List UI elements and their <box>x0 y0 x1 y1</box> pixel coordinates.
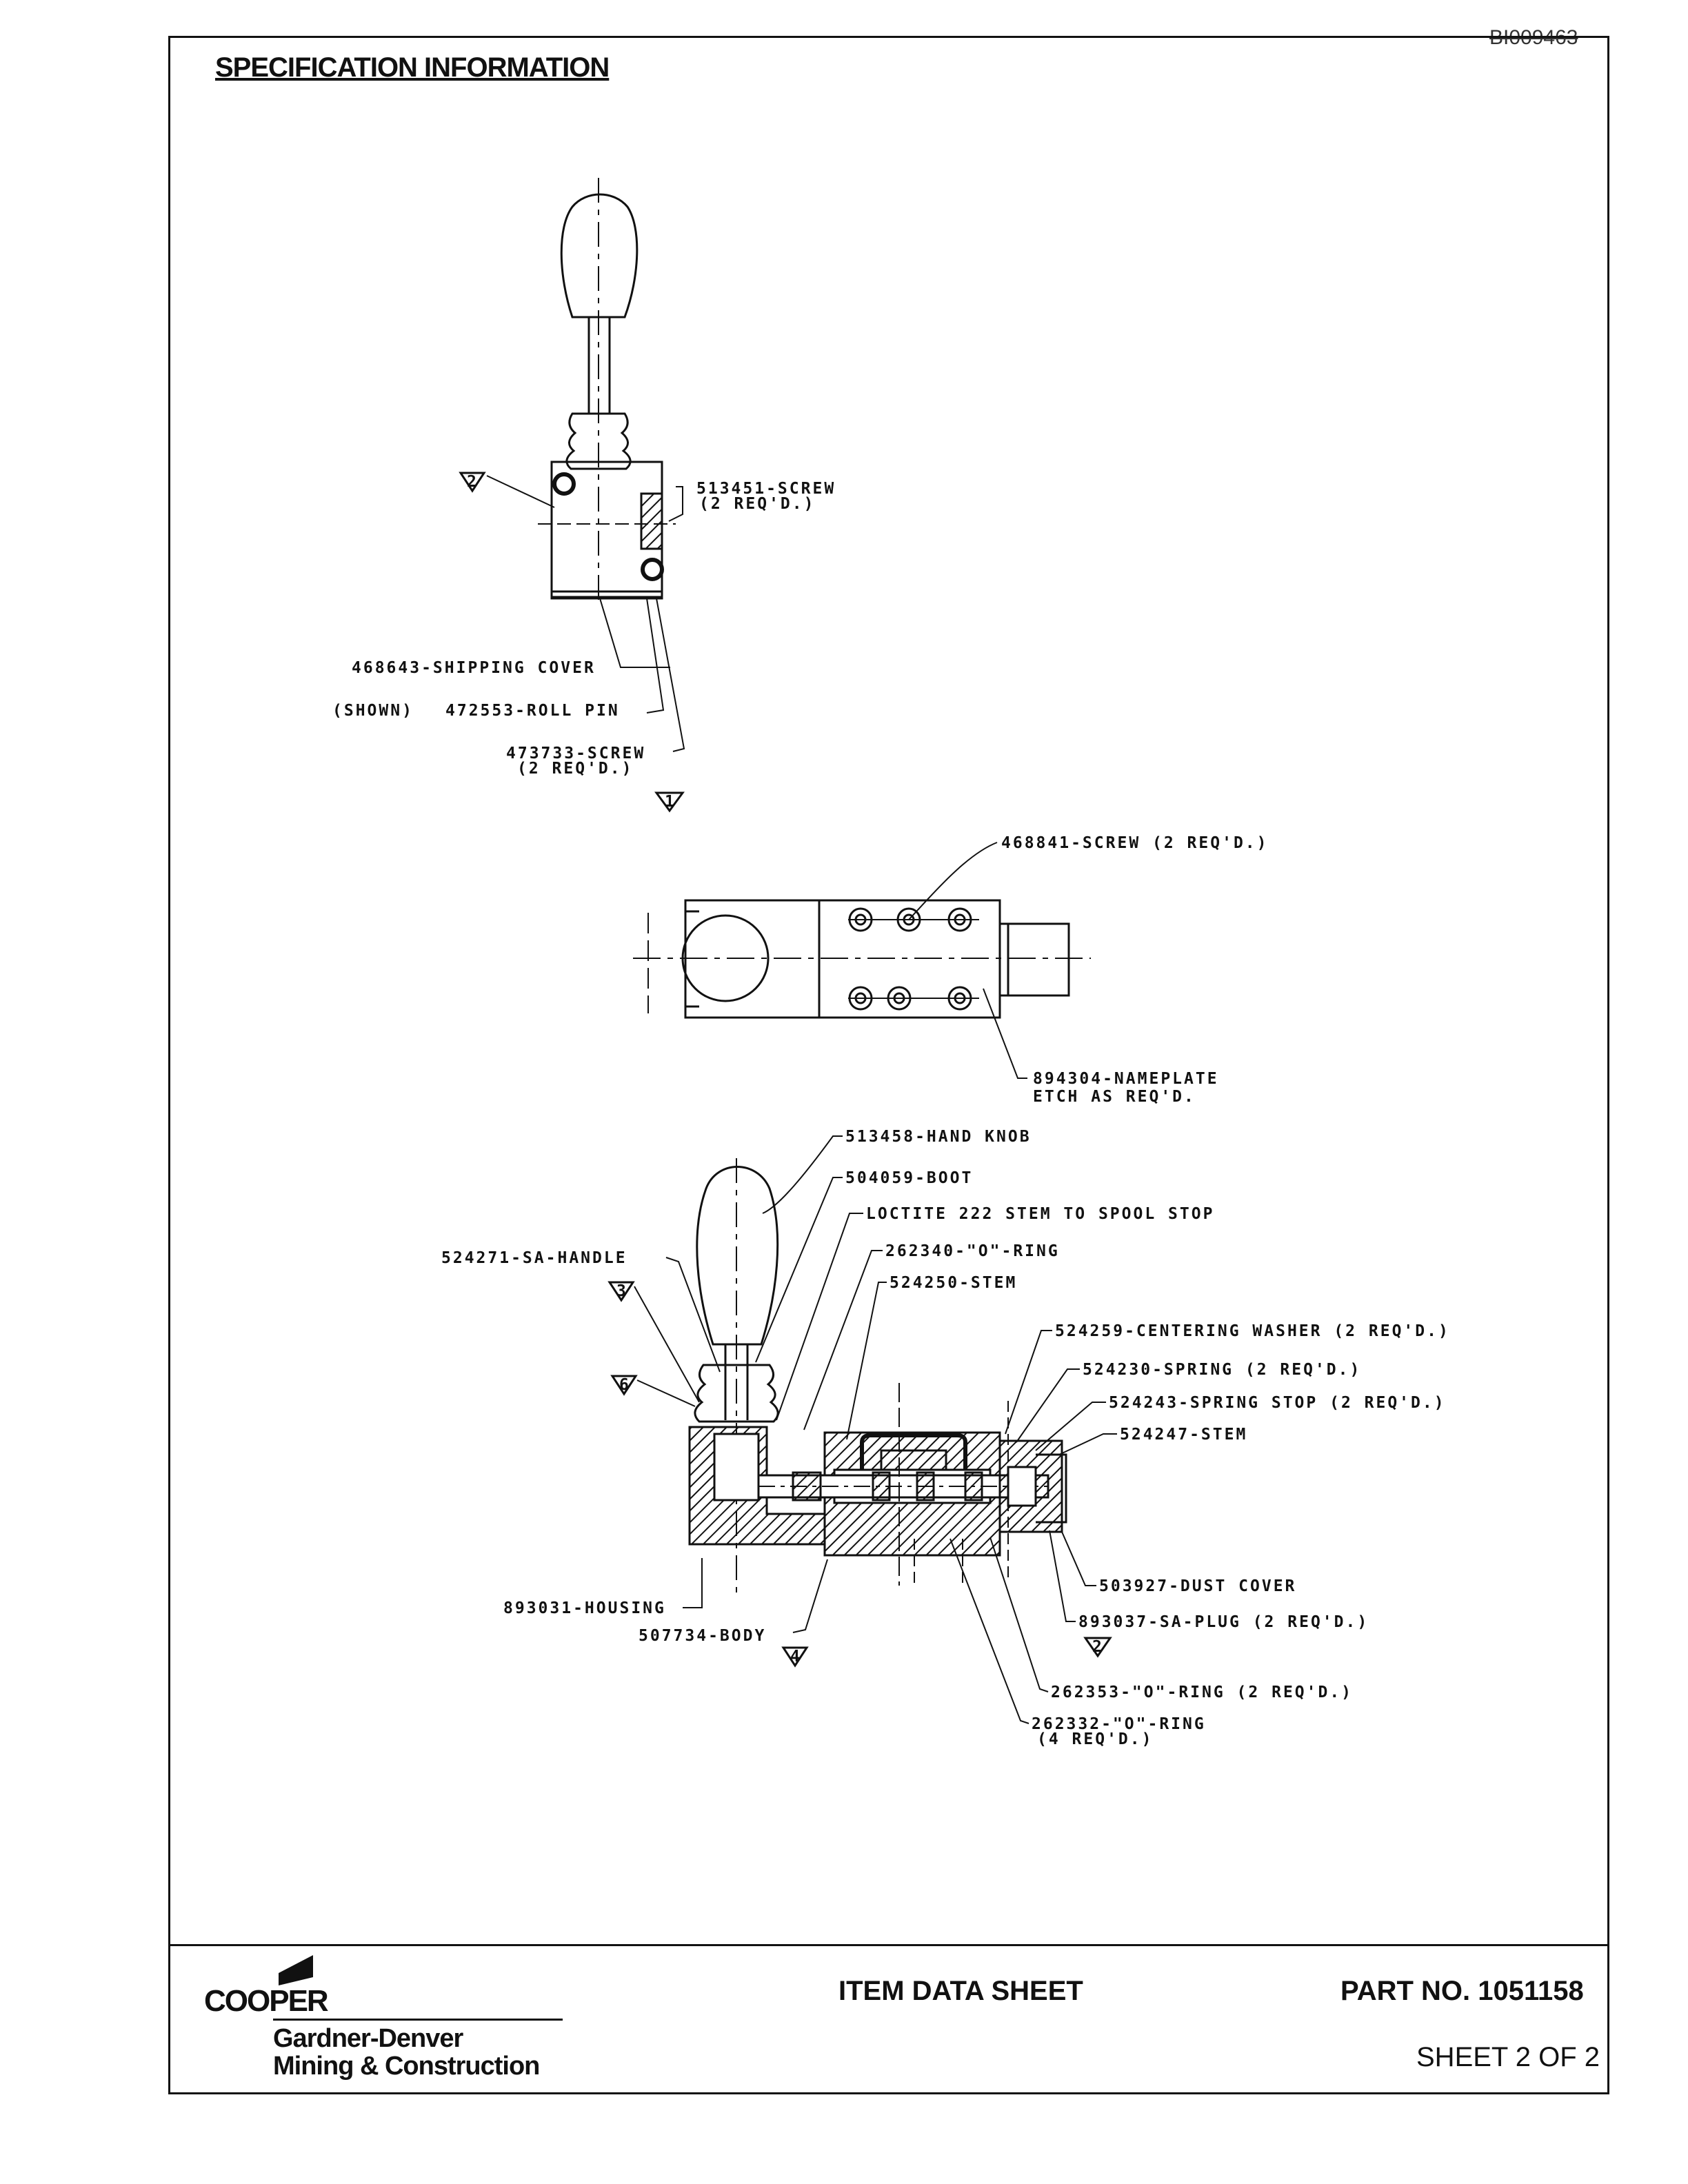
label-524247-stem: 524247-STEM <box>1120 1426 1247 1444</box>
label-524250-stem: 524250-STEM <box>890 1274 1017 1292</box>
boot-section <box>694 1364 779 1423</box>
middle-view <box>633 842 1091 1079</box>
label-503927-dust-cover: 503927-DUST COVER <box>1099 1577 1296 1595</box>
label-262332-o-ring: 262332-"O"-RING <box>1032 1715 1206 1733</box>
label-262332-qty: (4 REQ'D.) <box>1037 1730 1153 1748</box>
label-513451-qty: (2 REQ'D.) <box>699 495 815 513</box>
label-524243-spring-stop: 524243-SPRING STOP (2 REQ'D.) <box>1109 1394 1446 1412</box>
callout-triangle-3 <box>607 1281 635 1302</box>
division-subname: Mining & Construction <box>273 2052 540 2081</box>
handle-boss-circle <box>681 914 770 1002</box>
top-view <box>459 178 685 813</box>
callout-triangle-4 <box>781 1646 809 1668</box>
hand-knob-section <box>696 1166 779 1346</box>
label-etch-as-reqd: ETCH AS REQ'D. <box>1033 1088 1196 1106</box>
callout-triangle-2b <box>1083 1637 1112 1658</box>
callout-number-3: 3 <box>616 1282 628 1300</box>
middle-view-labels: 468841-SCREW (2 REQ'D.) 894304-NAMEPLATE… <box>1001 834 1269 1106</box>
callout-triangle-6 <box>610 1375 638 1396</box>
label-loctite: LOCTITE 222 STEM TO SPOOL STOP <box>866 1205 1214 1223</box>
title-block-divider <box>168 1944 1609 1946</box>
label-262340-o-ring: 262340-"O"-RING <box>885 1242 1060 1260</box>
cooper-logo-icon <box>279 1955 313 1985</box>
label-473733-qty: (2 REQ'D.) <box>517 760 633 778</box>
section-view <box>607 1135 1117 1724</box>
label-472553-roll-pin: 472553-ROLL PIN <box>445 702 620 720</box>
label-473733-screw: 473733-SCREW <box>506 745 645 762</box>
callout-number-1: 1 <box>665 793 676 811</box>
label-524271-sa-handle: 524271-SA-HANDLE <box>441 1249 627 1267</box>
section-view-labels: 513458-HAND KNOB 504059-BOOT LOCTITE 222… <box>441 1128 1450 1748</box>
label-894304-nameplate: 894304-NAMEPLATE <box>1033 1070 1219 1088</box>
boot-top <box>565 412 632 470</box>
label-893037-sa-plug: 893037-SA-PLUG (2 REQ'D.) <box>1078 1613 1369 1631</box>
sheet-number: SHEET 2 OF 2 <box>1416 2042 1600 2072</box>
callout-triangle-2 <box>459 472 486 493</box>
callout-number-2b: 2 <box>1092 1638 1104 1656</box>
callout-number-6: 6 <box>619 1376 631 1394</box>
label-507734-body: 507734-BODY <box>639 1627 766 1645</box>
callout-triangle-1 <box>654 791 685 813</box>
callout-number-4: 4 <box>790 1648 802 1666</box>
end-plug-plan <box>998 922 1070 997</box>
label-262353-o-ring: 262353-"O"-RING (2 REQ'D.) <box>1051 1684 1353 1701</box>
label-468841-screw: 468841-SCREW (2 REQ'D.) <box>1001 834 1269 852</box>
label-513451-screw: 513451-SCREW <box>696 480 836 498</box>
page-title: SPECIFICATION INFORMATION <box>215 52 610 83</box>
label-468643-shipping-cover: 468643-SHIPPING COVER <box>352 659 596 677</box>
screw-head-icon <box>552 472 576 496</box>
logo-underline <box>273 2019 563 2021</box>
hand-knob-top <box>560 193 639 318</box>
division-name: Gardner-Denver <box>273 2024 463 2053</box>
label-524259-centering-washer: 524259-CENTERING WASHER (2 REQ'D.) <box>1055 1322 1450 1340</box>
label-524230-spring: 524230-SPRING (2 REQ'D.) <box>1083 1361 1361 1379</box>
handle-pivot <box>713 1433 760 1502</box>
label-893031-housing: 893031-HOUSING <box>503 1599 666 1617</box>
part-number: PART NO. 1051158 <box>1340 1976 1584 2006</box>
label-504059-boot: 504059-BOOT <box>845 1169 973 1187</box>
drawing-frame <box>168 36 1609 2094</box>
label-513458-hand-knob: 513458-HAND KNOB <box>845 1128 1032 1146</box>
label-shown: (SHOWN) <box>332 702 414 720</box>
doc-type: ITEM DATA SHEET <box>838 1976 1083 2006</box>
top-view-labels: 513451-SCREW (2 REQ'D.) 468643-SHIPPING … <box>332 473 836 811</box>
company-logo-text: COOPER <box>204 1984 329 2018</box>
hatched-insert <box>640 492 663 550</box>
screw-head-icon <box>641 558 664 581</box>
callout-number-2: 2 <box>467 473 479 491</box>
